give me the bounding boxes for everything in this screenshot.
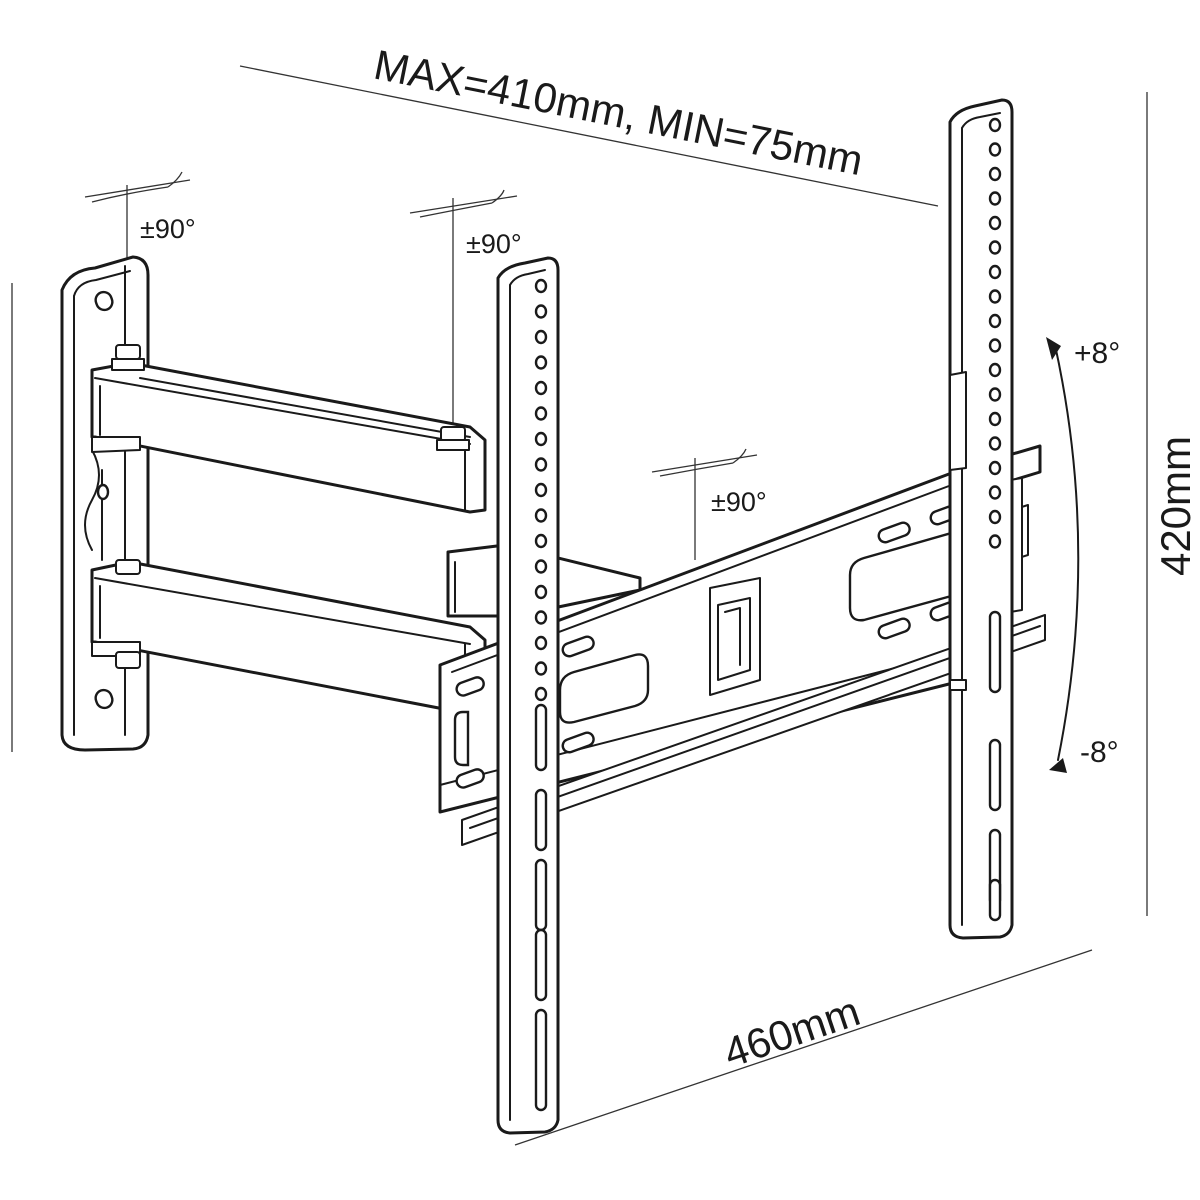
vesa-dimension-line	[239, 65, 939, 207]
bracket-hole	[534, 304, 548, 319]
wall-plate-hole-bottom	[94, 688, 114, 710]
bracket-slot	[988, 738, 1002, 812]
bracket-hole	[534, 278, 548, 294]
wall-plate-hole-mid	[96, 483, 110, 501]
bracket-slot	[455, 768, 485, 789]
bracket-hole	[988, 460, 1002, 476]
bracket-hole	[988, 191, 1002, 206]
bolt-wall-mid	[115, 559, 141, 575]
tilt-down-label: -8°	[1080, 736, 1119, 769]
lower-arm	[90, 560, 487, 716]
pivot-window	[709, 577, 761, 696]
height-label: 420mm	[1152, 436, 1199, 576]
upper-arm	[90, 361, 487, 514]
bolt-arm-joint	[436, 426, 470, 451]
bracket-hole	[988, 362, 1002, 378]
bracket-slot	[877, 521, 911, 544]
swivel-head-label: ±90°	[711, 487, 767, 517]
bracket-hole	[534, 406, 548, 421]
bracket-hole	[988, 534, 1002, 549]
bracket-hole	[534, 482, 548, 498]
bracket-hole	[534, 380, 548, 396]
bracket-hole	[534, 559, 548, 574]
bracket-hole	[988, 411, 1002, 427]
bracket-hole	[988, 264, 1002, 280]
bracket-slot	[877, 617, 911, 640]
bracket-hole	[988, 436, 1002, 451]
bracket-hole	[988, 338, 1002, 353]
swivel-arm-label: ±90°	[466, 229, 522, 259]
bracket-hole	[988, 289, 1002, 304]
bracket-slot	[561, 731, 595, 754]
bracket-slot	[534, 858, 548, 932]
bracket-slot	[534, 928, 548, 1002]
bracket-hole	[534, 635, 548, 651]
bolt-wall-bottom	[115, 651, 141, 669]
swivel-indicator-arm	[409, 189, 518, 428]
bracket-hole	[534, 508, 548, 523]
bracket-slot	[534, 788, 548, 852]
bracket-hole	[534, 431, 548, 447]
bracket-slot	[561, 635, 595, 658]
hinge-bolts	[111, 344, 470, 669]
bracket-slot	[534, 703, 548, 772]
bracket-hole	[534, 610, 548, 625]
bracket-hole	[988, 313, 1002, 329]
tilt-arc	[1046, 337, 1080, 773]
vesa-range-label: MAX=410mm, MIN=75mm	[370, 41, 867, 185]
bracket-hole	[988, 387, 1002, 402]
swivel-indicator-head	[651, 448, 758, 560]
bracket-slot	[455, 676, 485, 697]
bracket-hole	[988, 215, 1002, 231]
bolt-wall-top	[111, 344, 145, 371]
tv-bracket-left	[496, 256, 560, 1135]
bracket-hole	[988, 485, 1002, 500]
swivel-wall-label: ±90°	[140, 214, 196, 244]
tilt-arrow-up-icon	[1046, 337, 1061, 360]
bracket-hole	[534, 329, 548, 345]
bracket-hole	[988, 142, 1002, 157]
wall-plate	[60, 255, 150, 752]
wall-plate-hole-top	[94, 290, 114, 312]
bracket-hole	[534, 584, 548, 600]
bracket-hole	[988, 240, 1002, 255]
bracket-hole	[988, 166, 1002, 182]
dimension-lines	[11, 65, 1148, 1146]
bracket-hole	[988, 509, 1002, 525]
bracket-hole	[534, 355, 548, 370]
bracket-slot	[534, 1008, 548, 1112]
bracket-holes-right	[988, 117, 1002, 922]
bracket-cutout-left	[558, 653, 650, 724]
bracket-slot	[988, 878, 1002, 922]
tv-bracket-right	[948, 98, 1014, 940]
width-dimension-line	[514, 949, 1093, 1146]
bracket-cutout-edge	[453, 710, 470, 767]
bracket-holes-left	[534, 278, 548, 1112]
width-label: 460mm	[718, 987, 866, 1076]
bracket-hole	[534, 661, 548, 676]
tilt-arrow-down-icon	[1049, 758, 1067, 773]
diagram-labels: MAX=410mm, MIN=75mm 420mm 460mm +8° -8° …	[140, 41, 1199, 1077]
bracket-hole	[534, 533, 548, 549]
tilt-up-label: +8°	[1074, 337, 1120, 370]
bracket-hole	[534, 686, 548, 702]
bracket-hole	[534, 457, 548, 472]
bracket-hole	[988, 117, 1002, 133]
swivel-indicator-wall	[84, 171, 191, 260]
bracket-slot	[988, 610, 1002, 694]
